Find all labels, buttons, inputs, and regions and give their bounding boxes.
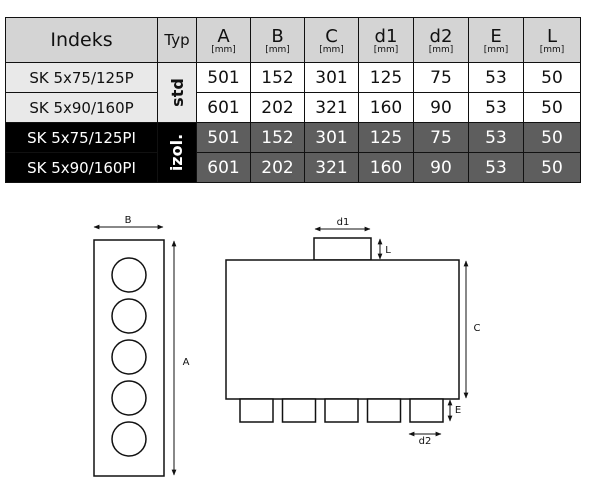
header-indeks: Indeks [5, 17, 158, 63]
dimension-a-label: A [183, 357, 190, 368]
value-b: 202 [250, 152, 305, 183]
spec-table: Indeks Typ A[mm] B[mm] C[mm] d1[mm] d2[m… [5, 17, 581, 183]
side-view-outlets [111, 257, 147, 457]
value-c: 301 [304, 62, 359, 93]
outlet-spigot [409, 398, 444, 423]
value-d1: 160 [358, 92, 414, 123]
value-a: 501 [196, 122, 251, 153]
value-a: 601 [196, 92, 251, 123]
type-cell-izol: izol. [157, 122, 197, 183]
value-d1: 125 [358, 62, 414, 93]
value-d2: 75 [413, 62, 469, 93]
value-b: 202 [250, 92, 305, 123]
value-c: 321 [304, 92, 359, 123]
outlet-spigot [324, 398, 359, 423]
dimension-b-label: B [125, 215, 132, 226]
dimension-e-label: E [455, 405, 461, 416]
value-d1: 125 [358, 122, 414, 153]
front-view: d1 L C E d2 [225, 217, 481, 447]
row-index: SK 5x90/160P [5, 92, 158, 123]
value-c: 321 [304, 152, 359, 183]
outlet-spigot [239, 398, 274, 423]
value-d1: 160 [358, 152, 414, 183]
value-d2: 75 [413, 122, 469, 153]
outlet-circle [111, 380, 147, 416]
dimension-d2-label: d2 [419, 436, 432, 447]
table-row: SK 5x75/125PI izol. 501 152 301 125 75 5… [5, 122, 581, 183]
value-d2: 90 [413, 92, 469, 123]
value-e: 53 [468, 62, 524, 93]
table-header-row: Indeks Typ A[mm] B[mm] C[mm] d1[mm] d2[m… [5, 17, 581, 63]
value-l: 50 [523, 122, 581, 153]
value-d2: 90 [413, 152, 469, 183]
row-index: SK 5x75/125PI [5, 122, 158, 153]
outlet-circle [111, 257, 147, 293]
value-e: 53 [468, 152, 524, 183]
header-l: L[mm] [523, 17, 581, 63]
outlet-circle [111, 339, 147, 375]
header-c: C[mm] [304, 17, 359, 63]
dimension-l-label: L [385, 245, 391, 256]
value-e: 53 [468, 122, 524, 153]
row-index: SK 5x90/160PI [5, 152, 158, 183]
value-l: 50 [523, 92, 581, 123]
side-view: B A [93, 215, 190, 477]
table-row: SK 5x90/160PI 601 202 321 160 90 53 50 [5, 152, 581, 183]
outlet-spigot [281, 398, 317, 423]
dimension-c-label: C [474, 323, 481, 334]
dimension-d1-label: d1 [337, 217, 350, 228]
outlet-spigot [366, 398, 402, 423]
value-b: 152 [250, 62, 305, 93]
outlet-circle [111, 421, 147, 457]
table-row: SK 5x75/125P std 501 152 301 125 75 53 5… [5, 62, 581, 123]
row-index: SK 5x75/125P [5, 62, 158, 93]
table-row: SK 5x90/160P 601 202 321 160 90 53 50 [5, 92, 581, 123]
plenum-body [225, 259, 460, 400]
value-e: 53 [468, 92, 524, 123]
outlet-circle [111, 298, 147, 334]
value-a: 501 [196, 62, 251, 93]
inlet-spigot [313, 237, 372, 261]
header-d1: d1[mm] [358, 17, 414, 63]
header-b: B[mm] [250, 17, 305, 63]
value-a: 601 [196, 152, 251, 183]
value-l: 50 [523, 152, 581, 183]
value-l: 50 [523, 62, 581, 93]
type-cell-std: std [157, 62, 197, 123]
front-view-outlets [239, 398, 444, 423]
header-d2: d2[mm] [413, 17, 469, 63]
